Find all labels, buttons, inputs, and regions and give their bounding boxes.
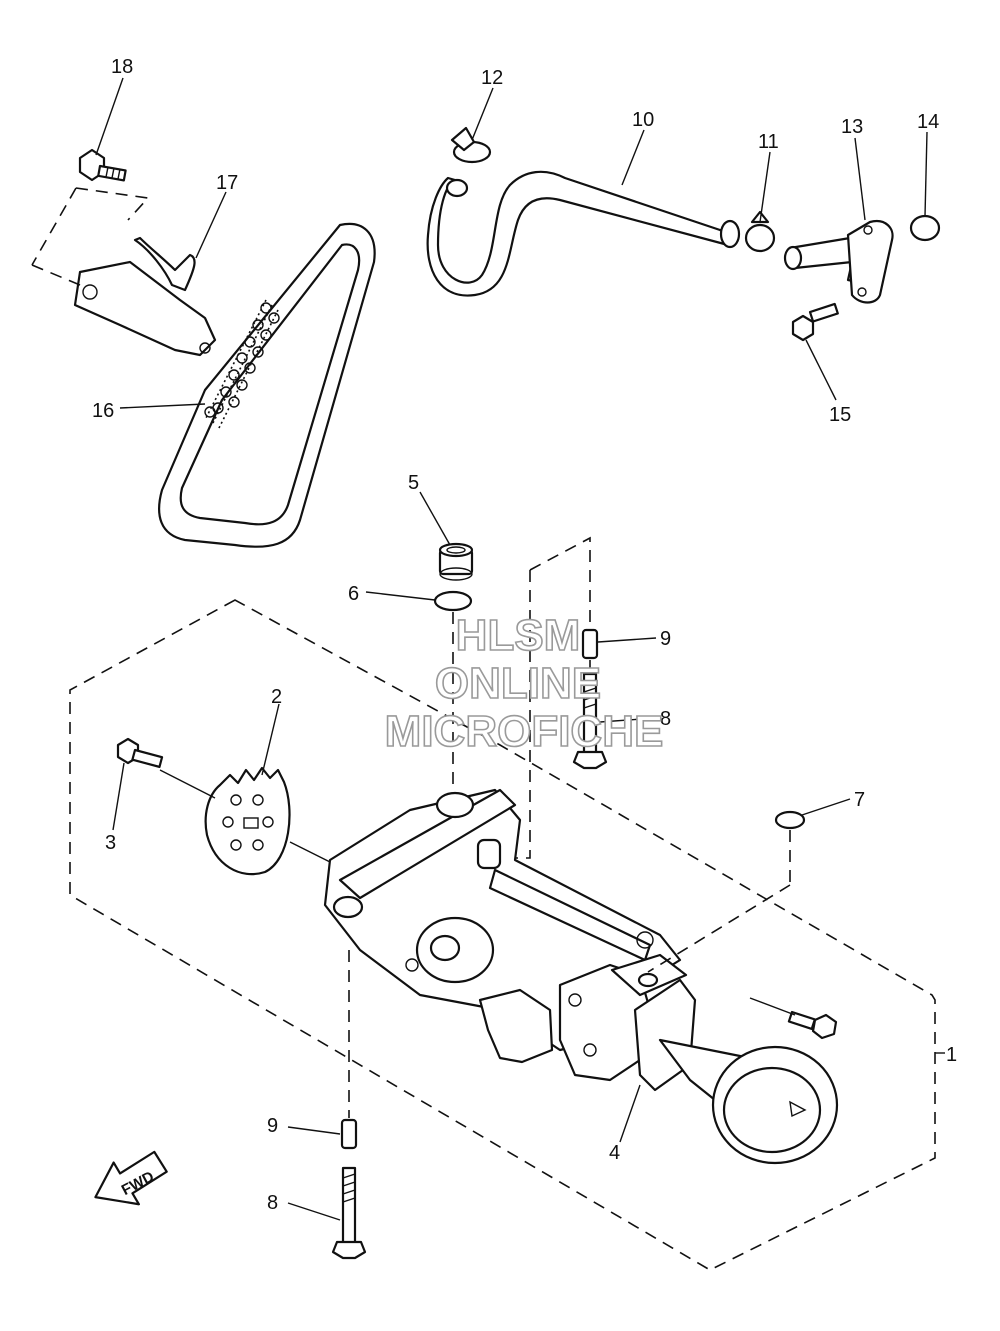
watermark-line-1: HLSM xyxy=(456,611,581,660)
callout-16: 16 xyxy=(92,400,114,422)
fwd-arrow-icon: FWD xyxy=(94,1150,168,1206)
o-ring-6 xyxy=(433,590,473,612)
clamp-11 xyxy=(744,210,776,253)
o-ring-7 xyxy=(774,810,806,830)
bolt-3 xyxy=(116,737,164,769)
callout-8b: 8 xyxy=(267,1192,278,1214)
chain-guide xyxy=(73,236,217,357)
callout-5: 5 xyxy=(408,472,419,494)
callout-2: 2 xyxy=(271,686,282,708)
oil-strainer xyxy=(633,978,839,1165)
watermark-line-2: ONLINE xyxy=(435,659,601,708)
o-ring-14 xyxy=(909,214,941,242)
bolt-8-bottom xyxy=(331,1166,367,1260)
chain xyxy=(158,222,376,548)
callout-4: 4 xyxy=(609,1142,620,1164)
callout-8a: 8 xyxy=(660,708,671,730)
bolt-15 xyxy=(791,302,839,342)
dowel-pin-9-bottom xyxy=(340,1118,358,1150)
watermark: HLSM ONLINE MICROFICHE xyxy=(384,610,664,757)
watermark-line-3: MICROFICHE xyxy=(385,707,664,756)
callout-14: 14 xyxy=(917,111,939,133)
strainer-bolt xyxy=(787,1010,838,1040)
collar-5 xyxy=(438,542,474,581)
dowel-pin-9-top xyxy=(581,628,599,660)
callout-18: 18 xyxy=(111,56,133,78)
callout-13: 13 xyxy=(841,116,863,138)
oil-hose xyxy=(426,170,741,297)
callout-9b: 9 xyxy=(267,1115,278,1137)
assembly-outline xyxy=(69,599,936,1271)
callout-6: 6 xyxy=(348,583,359,605)
leader-lines xyxy=(95,77,928,1221)
callout-3: 3 xyxy=(105,832,116,854)
callout-17: 17 xyxy=(216,172,238,194)
oil-pump xyxy=(323,788,688,1082)
callout-9a: 9 xyxy=(660,628,671,650)
clamp-12 xyxy=(450,126,492,164)
callout-1: 1 xyxy=(946,1044,957,1066)
bolt-8-top xyxy=(572,672,608,770)
callout-10: 10 xyxy=(632,109,654,131)
oil-pipe xyxy=(783,220,894,304)
callout-12: 12 xyxy=(481,67,503,89)
callout-labels: 1 2 3 4 5 6 7 8 8 9 9 10 11 12 13 14 15 … xyxy=(92,56,957,1214)
callout-15: 15 xyxy=(829,404,851,426)
drive-sprocket xyxy=(204,766,291,876)
callout-11: 11 xyxy=(758,131,779,153)
bolt-18 xyxy=(78,148,127,182)
callout-7: 7 xyxy=(854,789,865,811)
